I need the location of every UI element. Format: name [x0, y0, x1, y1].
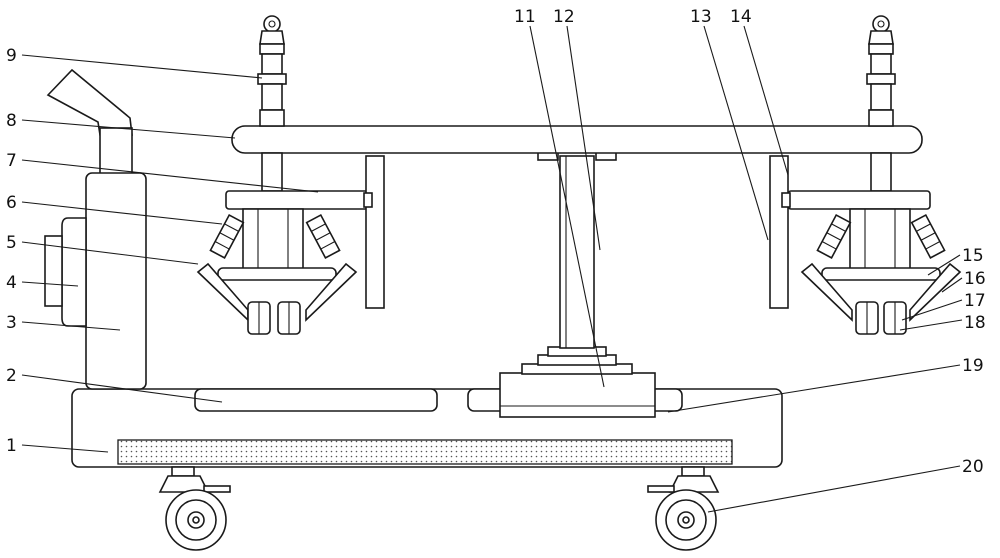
callout-labels: 1 2 3 4 5 6 7 8 9 11 12 13 14 15 16 17 1… [6, 7, 986, 477]
callout-2: 2 [6, 366, 17, 386]
callout-7: 7 [6, 151, 17, 171]
callout-3: 3 [6, 313, 17, 333]
right-lift-cylinder [866, 15, 896, 192]
callout-19: 19 [962, 356, 984, 376]
callout-11: 11 [514, 7, 536, 27]
callout-14: 14 [730, 7, 752, 27]
callout-4: 4 [6, 273, 17, 293]
central-column [537, 151, 617, 349]
left-tray [194, 388, 438, 412]
motor-base [499, 346, 656, 418]
callout-5: 5 [6, 233, 17, 253]
callout-6: 6 [6, 193, 17, 213]
callout-12: 12 [553, 7, 575, 27]
callout-18: 18 [964, 313, 986, 333]
left-clamp-assembly [196, 208, 358, 335]
callout-15: 15 [962, 246, 984, 266]
callout-20: 20 [962, 457, 984, 477]
callout-17: 17 [964, 291, 986, 311]
leader-lines [21, 25, 963, 513]
top-beam [231, 125, 923, 154]
right-clamp-assembly [800, 208, 962, 335]
callout-16: 16 [964, 269, 986, 289]
callout-1: 1 [6, 436, 17, 456]
left-lift-cylinder [257, 15, 287, 192]
right-caster [647, 466, 720, 551]
left-caster [158, 466, 231, 551]
handle [44, 68, 147, 390]
callout-8: 8 [6, 111, 17, 131]
callout-9: 9 [6, 46, 17, 66]
callout-13: 13 [690, 7, 712, 27]
